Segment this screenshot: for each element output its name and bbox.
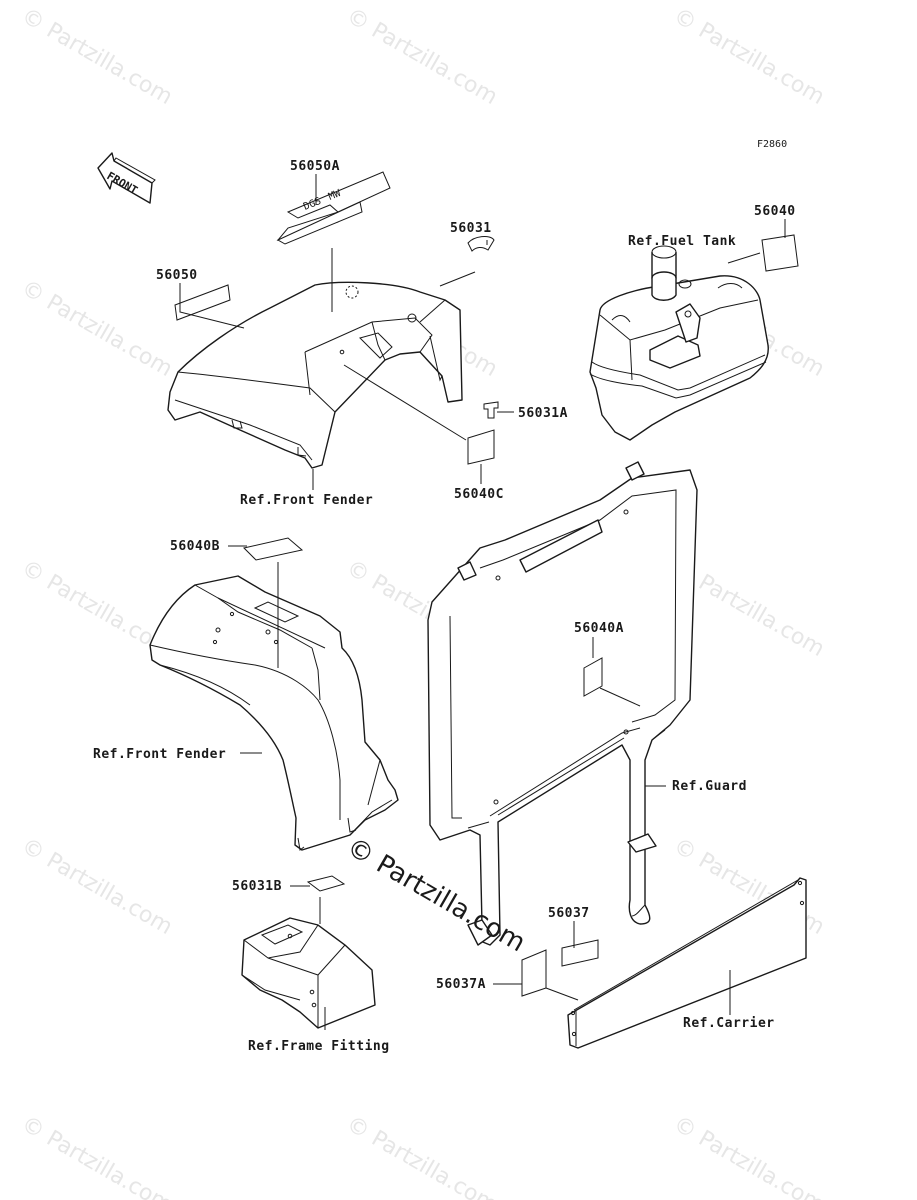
decal-56031 xyxy=(467,235,495,252)
front-fender-upper xyxy=(167,281,463,469)
front-arrow-icon: FRONT xyxy=(97,152,156,204)
watermark: © Partzilla.com xyxy=(342,1112,502,1200)
carrier-plate xyxy=(567,877,807,1049)
label-ref-fuel-tank: Ref.Fuel Tank xyxy=(628,234,736,249)
decal-56037 xyxy=(561,939,599,967)
decal-56040 xyxy=(761,234,799,272)
label-56050A: 56050A xyxy=(290,159,340,174)
svg-text:MW: MW xyxy=(327,188,343,203)
decal-56031B xyxy=(306,875,346,892)
decal-56040C xyxy=(467,429,495,465)
label-ref-carrier: Ref.Carrier xyxy=(683,1016,775,1031)
watermark: © Partzilla.com xyxy=(17,4,177,111)
label-56040A: 56040A xyxy=(574,621,624,636)
diagram-code: F2860 xyxy=(757,139,787,150)
watermark: © Partzilla.com xyxy=(17,1112,177,1200)
part-labels: 56050A 56050 56031 56040 Ref.Fuel Tank 5… xyxy=(93,159,796,1054)
watermark: © Partzilla.com xyxy=(17,834,177,941)
label-ref-guard: Ref.Guard xyxy=(672,779,747,794)
frame-fitting xyxy=(241,917,376,1029)
watermark: © Partzilla.com xyxy=(17,276,177,383)
label-56050: 56050 xyxy=(156,268,198,283)
label-56037A: 56037A xyxy=(436,977,486,992)
guard-frame xyxy=(427,461,698,946)
label-56040: 56040 xyxy=(754,204,796,219)
label-56031A: 56031A xyxy=(518,406,568,421)
watermark: © Partzilla.com xyxy=(669,4,829,111)
label-56040B: 56040B xyxy=(170,539,220,554)
label-ref-front-fender-lower: Ref.Front Fender xyxy=(93,747,226,762)
decal-56040B xyxy=(243,537,304,561)
label-56037: 56037 xyxy=(548,906,590,921)
label-ref-frame-fitting: Ref.Frame Fitting xyxy=(248,1039,390,1054)
front-fender-lower xyxy=(149,575,399,851)
watermark: © Partzilla.com xyxy=(342,4,502,111)
center-watermark: © Partzilla.com xyxy=(342,832,531,958)
decal-56040A xyxy=(583,657,603,697)
decal-56050A: DGS MW xyxy=(276,171,391,245)
fuel-tank xyxy=(589,245,769,441)
decal-56037A xyxy=(521,949,547,997)
leader-lines xyxy=(179,174,786,1030)
label-56031: 56031 xyxy=(450,221,492,236)
label-56040C: 56040C xyxy=(454,487,504,502)
label-ref-front-fender-upper: Ref.Front Fender xyxy=(240,493,373,508)
label-56031B: 56031B xyxy=(232,879,282,894)
watermark: © Partzilla.com xyxy=(669,1112,829,1200)
decal-56050 xyxy=(174,284,231,321)
decal-56031A xyxy=(483,401,499,419)
